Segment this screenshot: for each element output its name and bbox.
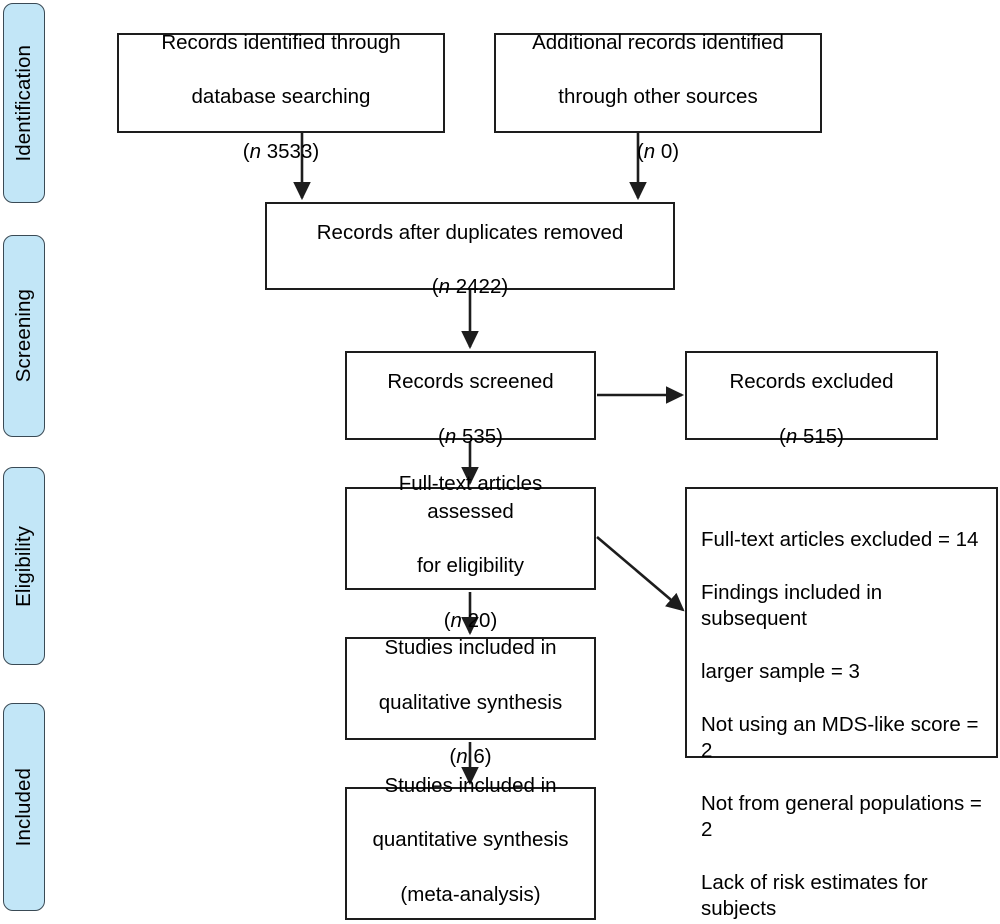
- exclusion-reason-line: Full-text articles excluded = 14: [701, 528, 979, 552]
- stage-tab-eligibility: Eligibility: [3, 467, 45, 665]
- box-quantitative-synthesis-line1: Studies included in: [384, 773, 557, 797]
- box-fulltext-excluded: Full-text articles excluded = 14 Finding…: [685, 487, 998, 920]
- box-duplicates-removed-line1: Records after duplicates removed: [316, 220, 624, 244]
- exclusion-reason-line: Not using an MDS-like score = 2: [701, 712, 979, 762]
- box-qualitative-synthesis-text: Studies included in qualitative synthesi…: [371, 607, 570, 771]
- box-qualitative-synthesis-line2: qualitative synthesis: [378, 690, 563, 714]
- box-quantitative-synthesis: Studies included in quantitative synthes…: [345, 774, 596, 920]
- stage-tab-screening: Screening: [3, 235, 45, 437]
- box-additional-records-count: (n 0): [636, 139, 680, 163]
- box-records-identified-line1: Records identified through: [161, 30, 401, 54]
- stage-tab-identification: Identification: [3, 3, 45, 203]
- box-fulltext-assessed-text: Full-text articles assessed for eligibil…: [347, 443, 594, 634]
- exclusion-reason-line: larger sample = 3: [701, 659, 860, 683]
- box-records-identified-line2: database searching: [191, 85, 371, 108]
- box-records-excluded: Records excluded (n 515): [685, 351, 938, 448]
- box-fulltext-assessed-count: (n 20): [443, 608, 498, 632]
- box-fulltext-assessed: Full-text articles assessed for eligibil…: [345, 472, 596, 632]
- stage-tab-included-label: Included: [11, 767, 35, 847]
- stage-tab-included: Included: [3, 703, 45, 911]
- box-qualitative-synthesis-line1: Studies included in: [384, 636, 557, 659]
- box-quantitative-synthesis-line3: (meta-analysis): [400, 882, 541, 906]
- box-fulltext-excluded-text: Full-text articles excluded = 14 Finding…: [687, 489, 996, 924]
- exclusion-reason-line: Lack of risk estimates for subjects: [701, 870, 928, 920]
- box-records-screened-text: Records screened (n 535): [379, 341, 561, 450]
- box-quantitative-synthesis-text: Studies included in quantitative synthes…: [364, 745, 576, 924]
- box-records-identified-count: (n 3533): [242, 139, 320, 163]
- stage-tab-eligibility-label: Eligibility: [11, 525, 35, 607]
- box-records-screened-line1: Records screened: [387, 370, 554, 394]
- box-duplicates-removed-count: (n 2422): [431, 275, 509, 299]
- connector-fulltext-to-excluded: [596, 536, 685, 612]
- box-records-screened: Records screened (n 535): [345, 351, 596, 448]
- box-fulltext-assessed-line1: Full-text articles assessed: [398, 472, 543, 523]
- box-additional-records: Additional records identified through ot…: [494, 31, 822, 163]
- exclusion-reason-line: Findings included in subsequent: [701, 580, 883, 631]
- box-qualitative-synthesis-count: (n 6): [449, 745, 492, 768]
- box-records-excluded-count: (n 515): [779, 424, 844, 448]
- box-additional-records-line1: Additional records identified: [532, 30, 784, 54]
- box-fulltext-assessed-line2: for eligibility: [416, 554, 525, 578]
- box-duplicates-removed-text: Records after duplicates removed (n 2422…: [309, 192, 632, 301]
- box-records-identified-text: Records identified through database sear…: [153, 1, 408, 165]
- box-duplicates-removed: Records after duplicates removed (n 2422…: [265, 202, 675, 298]
- stage-tab-screening-label: Screening: [11, 289, 35, 383]
- box-records-identified: Records identified through database sear…: [117, 31, 445, 163]
- stage-tab-identification-label: Identification: [11, 44, 35, 162]
- box-records-excluded-line1: Records excluded: [729, 370, 894, 394]
- box-quantitative-synthesis-line2: quantitative synthesis: [372, 828, 569, 852]
- box-qualitative-synthesis: Studies included in qualitative synthesi…: [345, 636, 596, 768]
- box-records-screened-count: (n 535): [438, 424, 503, 448]
- box-records-excluded-text: Records excluded (n 515): [721, 341, 901, 450]
- box-additional-records-text: Additional records identified through ot…: [524, 1, 792, 165]
- exclusion-reason-line: Not from general populations = 2: [701, 791, 982, 841]
- box-additional-records-line2: through other sources: [558, 85, 758, 108]
